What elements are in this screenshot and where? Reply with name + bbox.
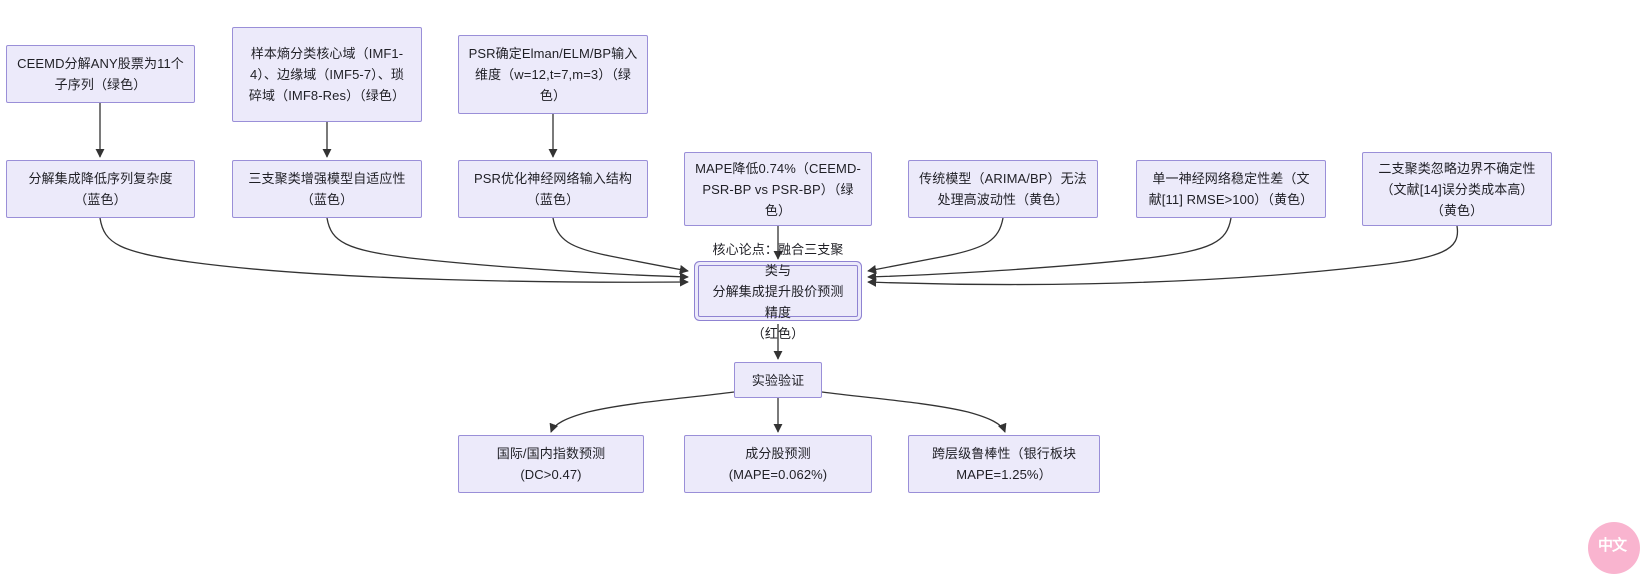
edge-input-structure-to-core [552,217,689,274]
node-label: CEEMD分解ANY股票为11个 子序列（绿色） [17,56,184,92]
node-label: 二支聚类忽略边界不确定性 （文献[14]误分类成本高） （黄色） [1378,160,1536,218]
node-label: 国际/国内指数预测 (DC>0.47) [496,446,606,482]
node-psr-optimizes-network-input[interactable]: PSR优化神经网络输入结构 （蓝色） [458,160,648,218]
node-core-argument[interactable]: 核心论点：融合三支聚类与 分解集成提升股价预测精度 （红色） [698,242,858,341]
node-label: 成分股预测 (MAPE=0.062%) [728,446,828,482]
node-index-forecast-result[interactable]: 国际/国内指数预测 (DC>0.47) [458,435,644,493]
node-sample-entropy-classification[interactable]: 样本熵分类核心域（IMF1- 4）、边缘域（IMF5-7）、琐 碎域（IMF8-… [232,27,422,122]
node-label: 跨层级鲁棒性（银行板块 MAPE=1.25%） [931,446,1077,482]
node-mape-reduction-evidence[interactable]: MAPE降低0.74%（CEEMD- PSR-BP vs PSR-BP）（绿 色… [684,152,872,226]
node-cross-tier-robustness-result[interactable]: 跨层级鲁棒性（银行板块 MAPE=1.25%） [908,435,1100,493]
node-label: PSR优化神经网络输入结构 （蓝色） [473,171,633,207]
node-label: PSR确定Elman/ELM/BP输入 维度（w=12,t=7,m=3）（绿 色… [468,46,638,103]
node-single-network-instability[interactable]: 单一神经网络稳定性差（文 献[11] RMSE>100）（黄色） [1136,160,1326,218]
node-label: 实验验证 [751,372,805,388]
node-label: MAPE降低0.74%（CEEMD- PSR-BP vs PSR-BP）（绿 色… [695,160,861,218]
node-label: 单一神经网络稳定性差（文 献[11] RMSE>100）（黄色） [1148,171,1314,207]
watermark-badge: 中文 [1588,522,1640,574]
node-label: 传统模型（ARIMA/BP）无法 处理高波动性（黄色） [919,171,1087,207]
node-ceemd-decomposition[interactable]: CEEMD分解ANY股票为11个 子序列（绿色） [6,45,195,103]
node-experimental-validation[interactable]: 实验验证 [734,362,822,398]
node-psr-input-dimension[interactable]: PSR确定Elman/ELM/BP输入 维度（w=12,t=7,m=3）（绿 色… [458,35,648,114]
edge-two-way-to-core [867,225,1459,287]
watermark-text: 中文 [1597,536,1627,554]
edge-adaptivity-to-core [326,217,689,282]
edge-traditional-to-core [867,217,1004,274]
node-three-way-clustering-adaptivity[interactable]: 三支聚类增强模型自适应性 （蓝色） [232,160,422,218]
node-two-way-clustering-limitation[interactable]: 二支聚类忽略边界不确定性 （文献[14]误分类成本高） （黄色） [1362,152,1552,226]
node-traditional-models-limitation[interactable]: 传统模型（ARIMA/BP）无法 处理高波动性（黄色） [908,160,1098,218]
edge-instability-to-core [867,217,1232,282]
node-label: 样本熵分类核心域（IMF1- 4）、边缘域（IMF5-7）、琐 碎域（IMF8-… [248,46,406,103]
edge-complexity-to-core [99,217,689,287]
node-constituent-stock-forecast-result[interactable]: 成分股预测 (MAPE=0.062%) [684,435,872,493]
node-label: 三支聚类增强模型自适应性 （蓝色） [248,171,406,207]
node-label: 核心论点：融合三支聚类与 分解集成提升股价预测精度 （红色） [712,241,844,341]
node-label: 分解集成降低序列复杂度 （蓝色） [28,171,173,207]
edge-validation-to-robustness [821,391,1007,433]
node-decomposition-reduces-complexity[interactable]: 分解集成降低序列复杂度 （蓝色） [6,160,195,218]
edge-validation-to-index [549,391,735,433]
